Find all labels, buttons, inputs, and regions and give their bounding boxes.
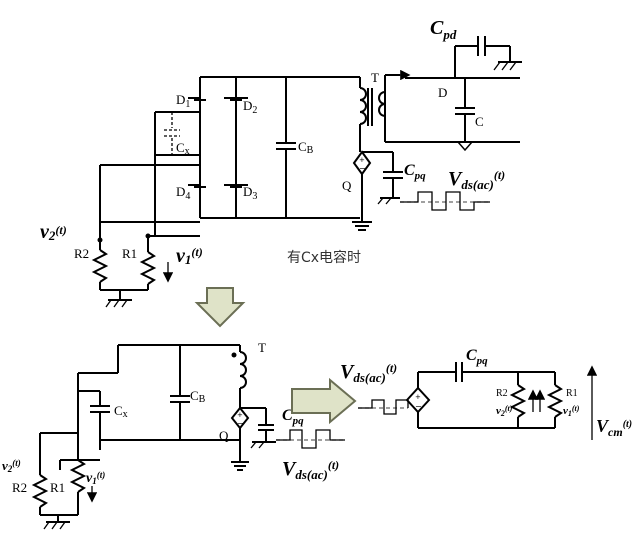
square-wave <box>400 191 490 211</box>
r1-resistor <box>139 248 157 290</box>
v2-label-eq: v2(t) <box>496 404 513 418</box>
t-label: T <box>371 70 379 85</box>
v1-label-eq: v1(t) <box>563 404 580 418</box>
transformer-t <box>359 69 411 142</box>
ground-icon <box>456 141 474 152</box>
r2-label-eq: R2 <box>496 388 508 399</box>
vds-label: Vds(ac)(t) <box>448 168 505 192</box>
cx-capacitor <box>154 111 200 236</box>
cx-label-bottom: Cx <box>114 403 128 420</box>
cpd-capacitor <box>454 36 522 78</box>
v2-label: v2(t) <box>40 221 67 243</box>
r1-label-eq: R1 <box>566 388 578 399</box>
c-label: C <box>475 114 484 129</box>
q-source: + − <box>352 150 372 231</box>
r2-label-bottom: R2 <box>12 480 27 495</box>
d4-label: D4 <box>176 184 190 202</box>
r1-label: R1 <box>122 246 137 261</box>
q-label: Q <box>342 178 352 193</box>
v2-label-bottom: v2(t) <box>2 458 21 474</box>
cpq-label: Cpq <box>404 162 426 182</box>
svg-text:−: − <box>359 164 366 173</box>
svg-text:−: − <box>415 402 422 411</box>
vds-label-eq: Vds(ac)(t) <box>340 361 397 385</box>
d3-label: D3 <box>243 184 257 202</box>
v1-label: v1(t) <box>176 245 203 267</box>
bottom-circuit: Cx CB T + − Q Cpq Vds( <box>2 340 345 530</box>
cb-label: CB <box>298 139 314 156</box>
r2-label: R2 <box>74 246 89 261</box>
svg-text:+: + <box>237 411 243 419</box>
t-label-bottom: T <box>258 340 266 355</box>
cx-label: Cx <box>176 140 190 157</box>
cb-label-bottom: CB <box>190 388 206 405</box>
d2-label: D2 <box>243 98 257 116</box>
q-label-bottom: Q <box>219 428 229 443</box>
square-wave-bottom <box>276 429 345 449</box>
top-caption: 有Cx电容时 <box>287 249 361 266</box>
equivalent-circuit: Vds(ac)(t) + − Cpq R2 R1 v2(t) v1(t) Vcm… <box>340 347 632 440</box>
cpq-label-bottom: Cpq <box>282 407 304 427</box>
r2-resistor <box>91 240 109 290</box>
down-arrow-icon <box>194 287 246 328</box>
vds-label-bottom: Vds(ac)(t) <box>282 458 339 482</box>
top-circuit: Cpd D C T <box>40 17 522 308</box>
svg-text:+: + <box>359 156 365 164</box>
d1-label: D1 <box>176 92 190 110</box>
svg-text:−: − <box>237 419 244 428</box>
vcm-label: Vcm(t) <box>596 416 632 439</box>
svg-text:+: + <box>415 393 421 401</box>
right-arrow-icon <box>291 377 357 425</box>
cpq-label-eq: Cpq <box>466 347 488 367</box>
r1-label-bottom: R1 <box>50 480 65 495</box>
v1-label-bottom: v1(t) <box>86 470 105 486</box>
cpd-label: Cpd <box>430 17 457 42</box>
d-label: D <box>438 85 447 100</box>
